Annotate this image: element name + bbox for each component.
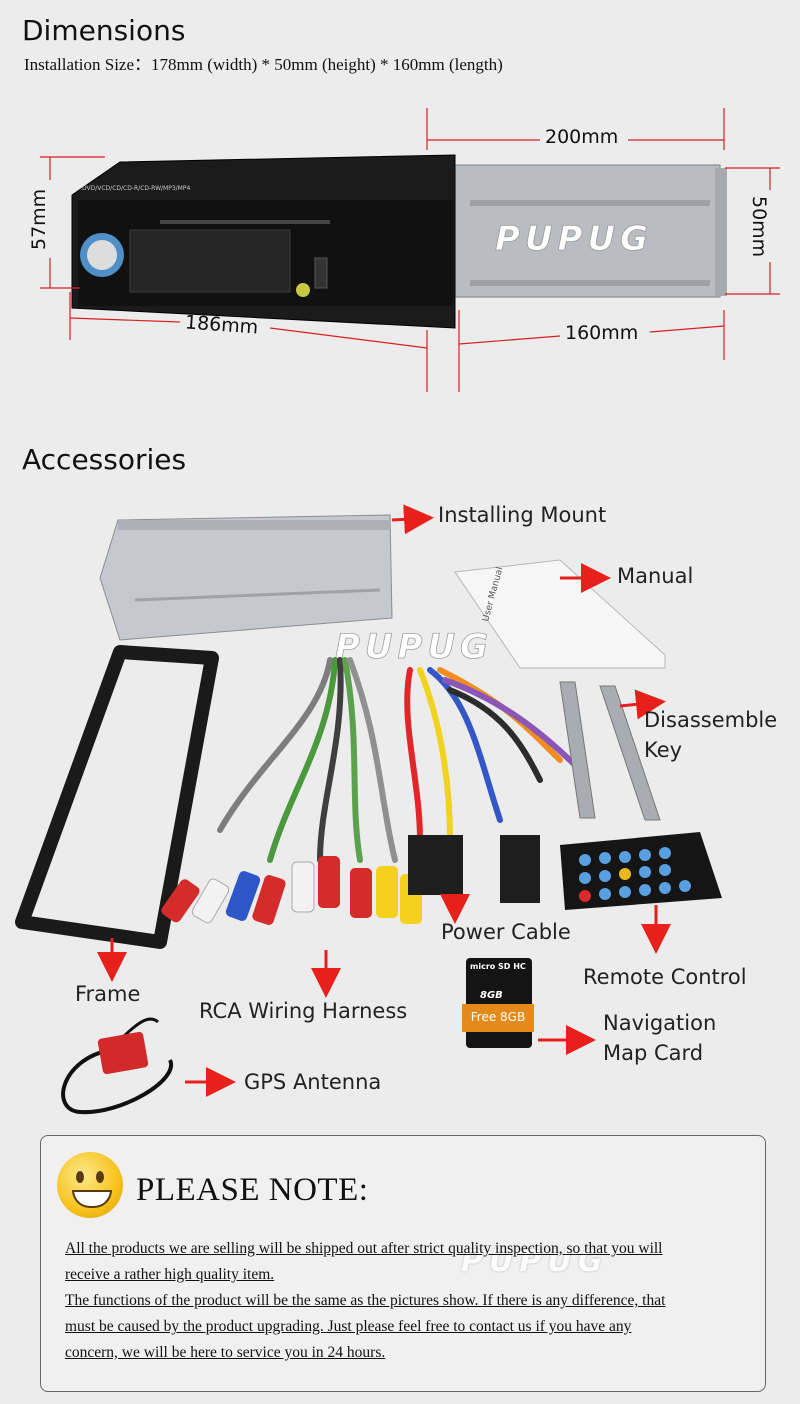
note-body: All the products we are selling will be … — [65, 1236, 755, 1366]
dimension-160mm: 160mm — [565, 322, 639, 344]
dimension-200mm: 200mm — [545, 126, 619, 148]
disassemble-key-1 — [559, 681, 596, 819]
accessories-diagram: User Manual PUPUG — [15, 504, 722, 1115]
case-ridge-bottom — [470, 280, 710, 286]
faceplate-label: DVD/VCD/CD/CD-R/CD-RW/MP3/MP4 — [82, 185, 190, 192]
label-navigation-line1: Navigation — [603, 1011, 717, 1035]
label-installing-mount: Installing Mount — [438, 503, 607, 527]
iso-connector-1 — [408, 835, 463, 895]
gps-antenna-puck — [97, 1031, 149, 1075]
installation-size-text: Installation Size：178mm (width) * 50mm (… — [24, 55, 503, 74]
please-note-title: PLEASE NOTE: — [136, 1172, 369, 1208]
dimensions-diagram: PUPUG DVD/VCD/CD/CD-R/CD-RW/MP3/MP4 — [40, 108, 780, 392]
display-panel — [129, 229, 291, 293]
metal-case — [454, 164, 721, 298]
note-line: must be caused by the product upgrading.… — [65, 1318, 632, 1335]
dimension-lines — [40, 108, 780, 392]
mount-ridge — [134, 588, 381, 602]
accessories-watermark: PUPUG — [335, 627, 493, 667]
micro-sd-card — [466, 958, 532, 1048]
manual-paper — [454, 559, 666, 669]
smiley-mouth — [72, 1190, 112, 1208]
brand-watermark: PUPUG — [495, 219, 653, 259]
label-gps-antenna: GPS Antenna — [244, 1070, 382, 1094]
note-line: All the products we are selling will be … — [65, 1240, 663, 1257]
remote-buttons — [579, 847, 691, 902]
usb-port — [314, 257, 328, 289]
note-watermark: PUPUG — [461, 1244, 609, 1279]
volume-knob — [87, 240, 117, 270]
smiley-icon — [57, 1152, 123, 1218]
label-rca-wiring-harness: RCA Wiring Harness — [199, 999, 408, 1023]
trim-frame — [15, 645, 219, 949]
gps-cable — [61, 1048, 174, 1115]
pointer-arrows — [97, 504, 671, 1097]
accessories-title: Accessories — [22, 443, 187, 476]
label-navigation-line2: Map Card — [603, 1041, 704, 1065]
sd-card-brand: micro SD HC — [470, 962, 526, 971]
note-line: receive a rather high quality item. — [65, 1266, 275, 1283]
iso-connector-2 — [500, 835, 540, 903]
rca-plugs — [161, 856, 422, 925]
sd-free-badge-text: Free 8GB — [470, 1010, 526, 1024]
smiley-eye-left — [76, 1171, 84, 1183]
disc-slot — [160, 220, 330, 224]
note-line: The functions of the product will be the… — [65, 1292, 666, 1309]
label-frame: Frame — [75, 982, 141, 1006]
installing-mount — [99, 514, 393, 641]
note-line: concern, we will be here to service you … — [65, 1344, 386, 1361]
label-power-cable: Power Cable — [441, 920, 571, 944]
please-note-box: PLEASE NOTE: PUPUG All the products we a… — [40, 1135, 766, 1392]
aux-port — [296, 283, 310, 297]
label-remote-control: Remote Control — [583, 965, 747, 989]
smiley-eye-right — [96, 1171, 104, 1183]
dimensions-title: Dimensions — [22, 14, 186, 47]
label-disassemble-key-line2: Key — [644, 738, 683, 762]
disassemble-key-2 — [599, 685, 661, 821]
label-manual: Manual — [617, 564, 694, 588]
case-ridge — [470, 200, 710, 206]
case-side — [715, 168, 727, 296]
wire-bundle — [217, 657, 583, 863]
label-disassemble-key-line1: Disassemble — [644, 708, 778, 732]
mount-top-edge — [118, 520, 390, 530]
sd-badge — [462, 1004, 534, 1032]
sd-card-capacity: 8GB — [480, 990, 503, 1001]
